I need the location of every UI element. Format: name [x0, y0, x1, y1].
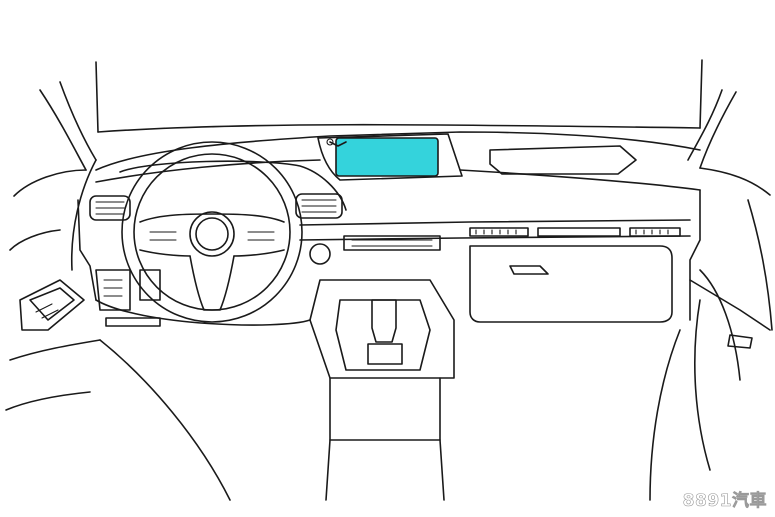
left-door	[5, 159, 101, 411]
a-pillars	[39, 59, 737, 171]
dashboard-body	[77, 131, 701, 323]
floor-lines	[99, 329, 681, 501]
center-console	[309, 235, 455, 441]
lower-left-panel	[95, 269, 311, 327]
steering-wheel	[121, 141, 303, 323]
right-door	[689, 167, 773, 471]
infotainment-screen	[317, 133, 463, 181]
watermark-logo: 8891汽車	[682, 491, 767, 512]
instrument-cluster	[89, 160, 347, 221]
